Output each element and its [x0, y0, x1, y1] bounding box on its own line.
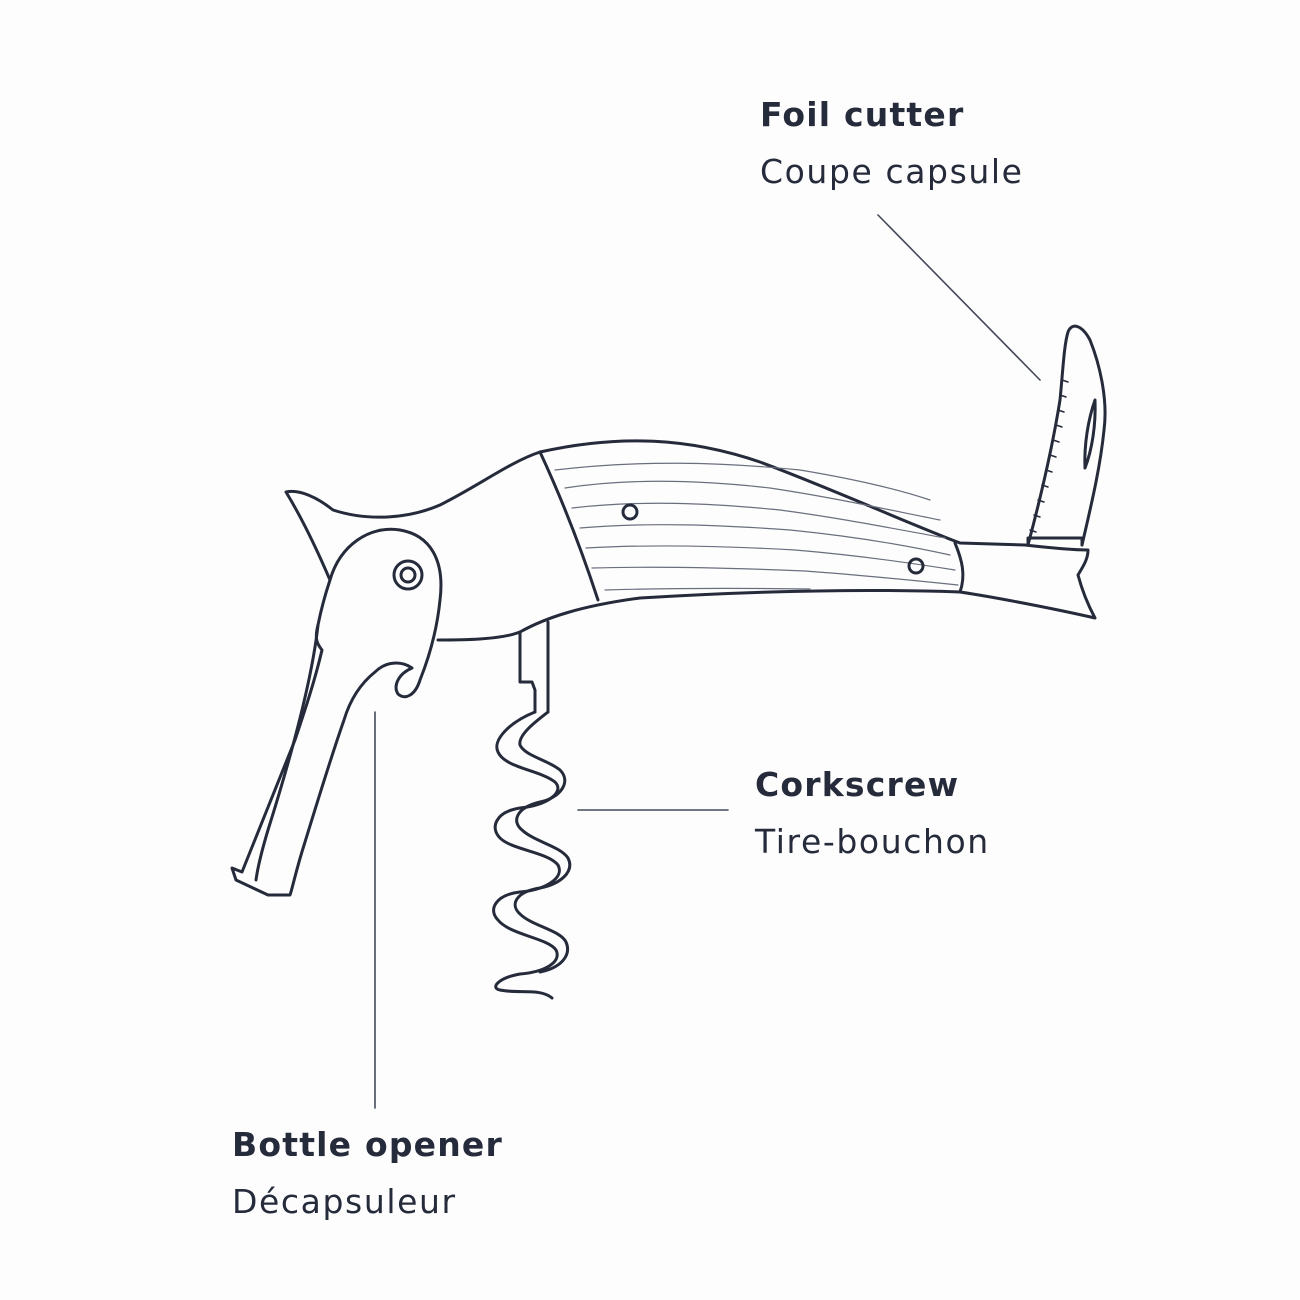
wood-grain — [554, 462, 959, 591]
label-bottle-opener: Bottle opener Décapsuleur — [232, 1128, 503, 1218]
label-foil-cutter-en: Foil cutter — [760, 95, 965, 134]
corkscrew-shank — [518, 620, 550, 714]
label-foil-cutter: Foil cutter Coupe capsule — [760, 98, 1024, 188]
label-corkscrew-fr: Tire-bouchon — [755, 822, 990, 861]
leader-foil-cutter — [877, 214, 1041, 381]
bottle-opener-lever — [230, 527, 443, 897]
label-bottle-opener-en: Bottle opener — [232, 1125, 503, 1164]
foil-cutter-serration — [1029, 379, 1069, 533]
bird-body-outline — [284, 439, 1097, 642]
foil-cutter-blade — [1026, 324, 1107, 547]
handle-back-edge — [953, 541, 965, 594]
foil-cutter-slot — [1083, 398, 1097, 470]
lever-inner-edge — [254, 623, 320, 882]
label-corkscrew: Corkscrew Tire-bouchon — [755, 768, 990, 858]
label-corkscrew-en: Corkscrew — [755, 765, 960, 804]
rivet-front — [621, 503, 639, 521]
corkscrew-worm-inner — [513, 710, 572, 974]
foil-cutter-base — [1026, 536, 1084, 547]
pivot-screw-inner — [399, 566, 417, 584]
label-foil-cutter-fr: Coupe capsule — [760, 152, 1024, 191]
rivet-back — [907, 557, 925, 575]
handle-front-edge — [538, 450, 600, 602]
label-bottle-opener-fr: Décapsuleur — [232, 1182, 457, 1221]
corkscrew-worm — [492, 710, 561, 1000]
pivot-screw-outer — [392, 559, 424, 591]
